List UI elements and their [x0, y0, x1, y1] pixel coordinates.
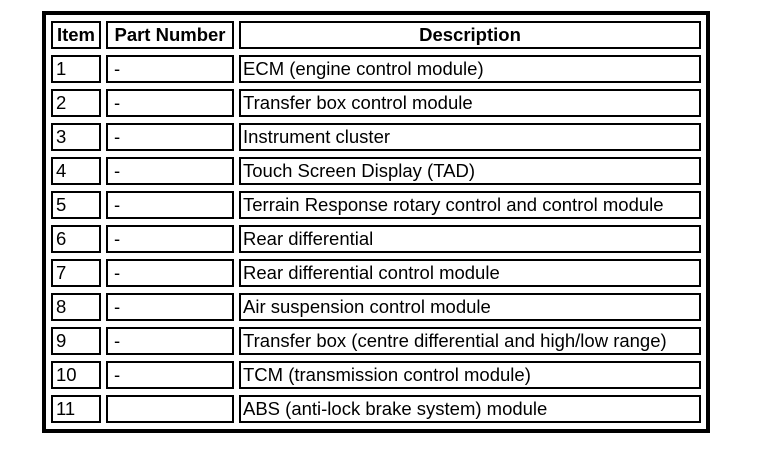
table-row: 1-ECM (engine control module): [51, 55, 701, 83]
description-cell: Terrain Response rotary control and cont…: [239, 191, 701, 219]
table-row: 3-Instrument cluster: [51, 123, 701, 151]
header-row: Item Part Number Description: [51, 21, 701, 49]
part-number-cell: -: [106, 123, 234, 151]
item-cell: 2: [51, 89, 101, 117]
description-cell: Air suspension control module: [239, 293, 701, 321]
table-row: 11 ABS (anti-lock brake system) module: [51, 395, 701, 423]
part-number-cell: -: [106, 191, 234, 219]
part-number-cell: [106, 395, 234, 423]
item-cell: 4: [51, 157, 101, 185]
description-cell: Transfer box (centre differential and hi…: [239, 327, 701, 355]
parts-table: Item Part Number Description 1-ECM (engi…: [42, 11, 710, 433]
col-header-part-number: Part Number: [106, 21, 234, 49]
table-row: 7-Rear differential control module: [51, 259, 701, 287]
table-row: 8-Air suspension control module: [51, 293, 701, 321]
table-row: 5-Terrain Response rotary control and co…: [51, 191, 701, 219]
item-cell: 9: [51, 327, 101, 355]
table-row: 4-Touch Screen Display (TAD): [51, 157, 701, 185]
part-number-cell: -: [106, 157, 234, 185]
description-cell: ECM (engine control module): [239, 55, 701, 83]
table-body: 1-ECM (engine control module)2-Transfer …: [51, 55, 701, 423]
item-cell: 8: [51, 293, 101, 321]
item-cell: 7: [51, 259, 101, 287]
part-number-cell: -: [106, 89, 234, 117]
item-cell: 10: [51, 361, 101, 389]
table-row: 2-Transfer box control module: [51, 89, 701, 117]
item-cell: 6: [51, 225, 101, 253]
table-row: 9-Transfer box (centre differential and …: [51, 327, 701, 355]
part-number-cell: -: [106, 225, 234, 253]
description-cell: Rear differential: [239, 225, 701, 253]
description-cell: TCM (transmission control module): [239, 361, 701, 389]
item-cell: 5: [51, 191, 101, 219]
part-number-cell: -: [106, 361, 234, 389]
table-row: 6-Rear differential: [51, 225, 701, 253]
part-number-cell: -: [106, 259, 234, 287]
description-cell: Transfer box control module: [239, 89, 701, 117]
col-header-item: Item: [51, 21, 101, 49]
description-cell: Rear differential control module: [239, 259, 701, 287]
description-cell: Touch Screen Display (TAD): [239, 157, 701, 185]
item-cell: 3: [51, 123, 101, 151]
description-cell: Instrument cluster: [239, 123, 701, 151]
part-number-cell: -: [106, 327, 234, 355]
item-cell: 11: [51, 395, 101, 423]
table-row: 10-TCM (transmission control module): [51, 361, 701, 389]
item-cell: 1: [51, 55, 101, 83]
col-header-description: Description: [239, 21, 701, 49]
description-cell: ABS (anti-lock brake system) module: [239, 395, 701, 423]
part-number-cell: -: [106, 293, 234, 321]
part-number-cell: -: [106, 55, 234, 83]
